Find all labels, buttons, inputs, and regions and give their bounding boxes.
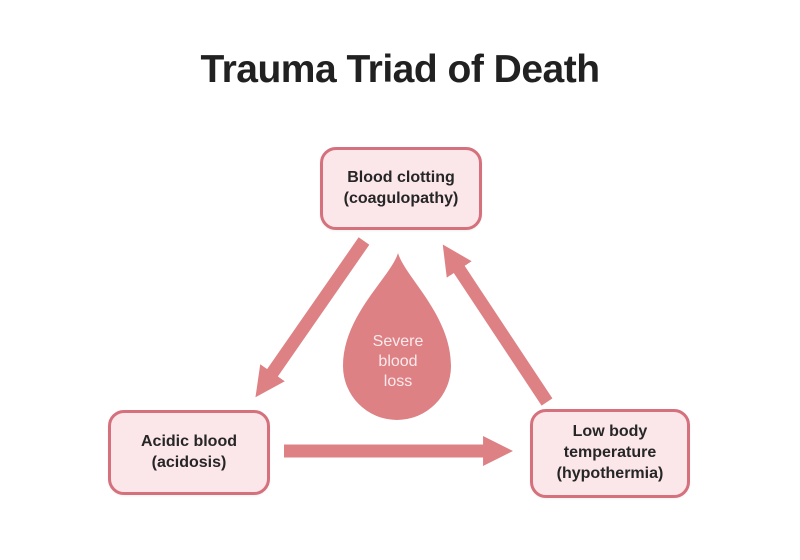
node-acidic-blood: Acidic blood (acidosis) (108, 410, 270, 495)
node-low-body-temperature-label: Low body temperature (hypothermia) (556, 423, 664, 482)
node-blood-clotting: Blood clotting (coagulopathy) (320, 147, 482, 230)
node-acidic-blood-label: Acidic blood (acidosis) (141, 432, 237, 471)
node-low-body-temperature: Low body temperature (hypothermia) (530, 409, 690, 498)
blood-drop-label: Severe blood loss (372, 333, 424, 390)
blood-drop-icon (343, 253, 451, 420)
arrow-coagulopathy-to-acidosis (255, 237, 370, 398)
page-title: Trauma Triad of Death (200, 48, 600, 91)
node-blood-clotting-label: Blood clotting (coagulopathy) (343, 168, 459, 207)
arrow-hypothermia-to-coagulopathy (442, 244, 553, 406)
